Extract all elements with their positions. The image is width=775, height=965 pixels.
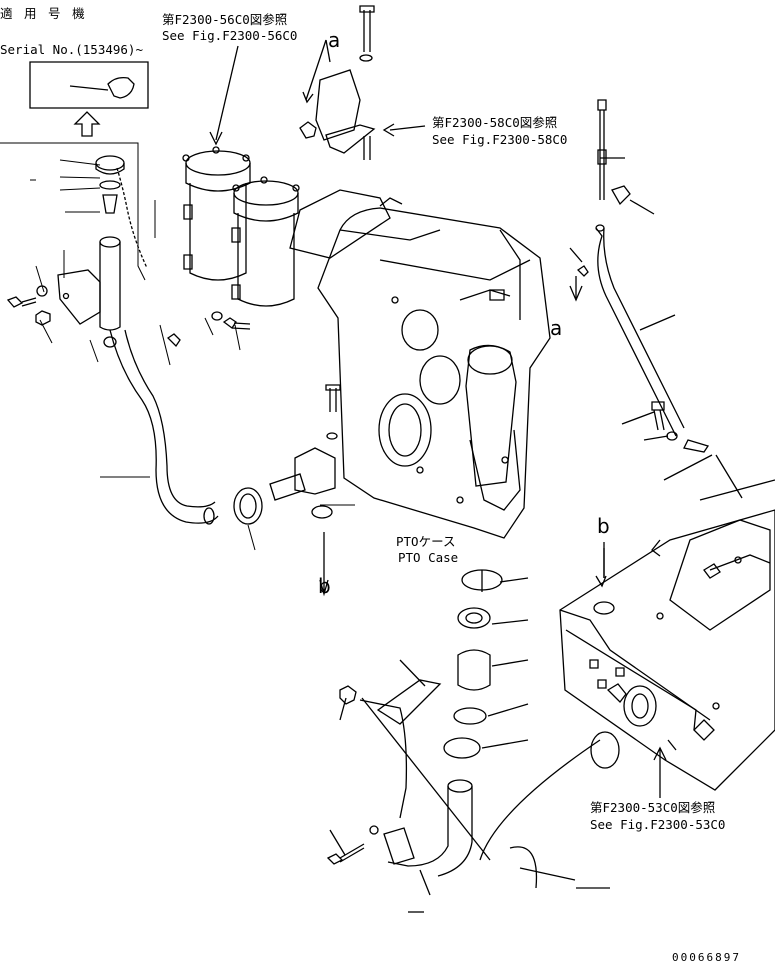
- marker-a-right: a: [550, 316, 563, 340]
- filler-tube: [58, 237, 218, 524]
- ref-53c0-en: See Fig.F2300-53C0: [590, 817, 726, 832]
- ref-58c0-en: See Fig.F2300-58C0: [432, 132, 568, 147]
- right-dipstick: [570, 100, 742, 498]
- serial-number-label: Serial No.(153496)~: [0, 42, 143, 57]
- marker-b-center: b: [318, 574, 331, 598]
- drawing-number: 00066897: [672, 951, 741, 964]
- lower-elbow: [328, 660, 575, 912]
- ref-56c0-en: See Fig.F2300-56C0: [162, 28, 298, 43]
- bolts-left: [8, 286, 250, 347]
- reference-arrows: [210, 40, 604, 578]
- ref-56c0-jp: 第F2300-56C0図参照: [162, 12, 288, 27]
- marker-b-right: b: [597, 514, 610, 538]
- leader-lines-left: [0, 143, 355, 550]
- filler-cap: [96, 156, 147, 268]
- pto-case-jp: PTOケース: [396, 534, 456, 549]
- ref-53c0-jp: 第F2300-53C0図参照: [590, 800, 716, 815]
- upper-bracket: [300, 6, 374, 160]
- serial-applicability-label: 適 用 号 機: [0, 6, 87, 21]
- filter-assembly: [183, 147, 440, 306]
- up-arrow-icon: [75, 112, 99, 136]
- marker-a-top: a: [328, 28, 341, 52]
- center-pipe: [234, 385, 340, 594]
- pto-case-en: PTO Case: [398, 550, 459, 565]
- ref-58c0-jp: 第F2300-58C0図参照: [432, 115, 558, 130]
- pto-housing: [318, 208, 550, 538]
- pto-rings: [444, 570, 528, 758]
- serial-inset-box: [30, 62, 148, 108]
